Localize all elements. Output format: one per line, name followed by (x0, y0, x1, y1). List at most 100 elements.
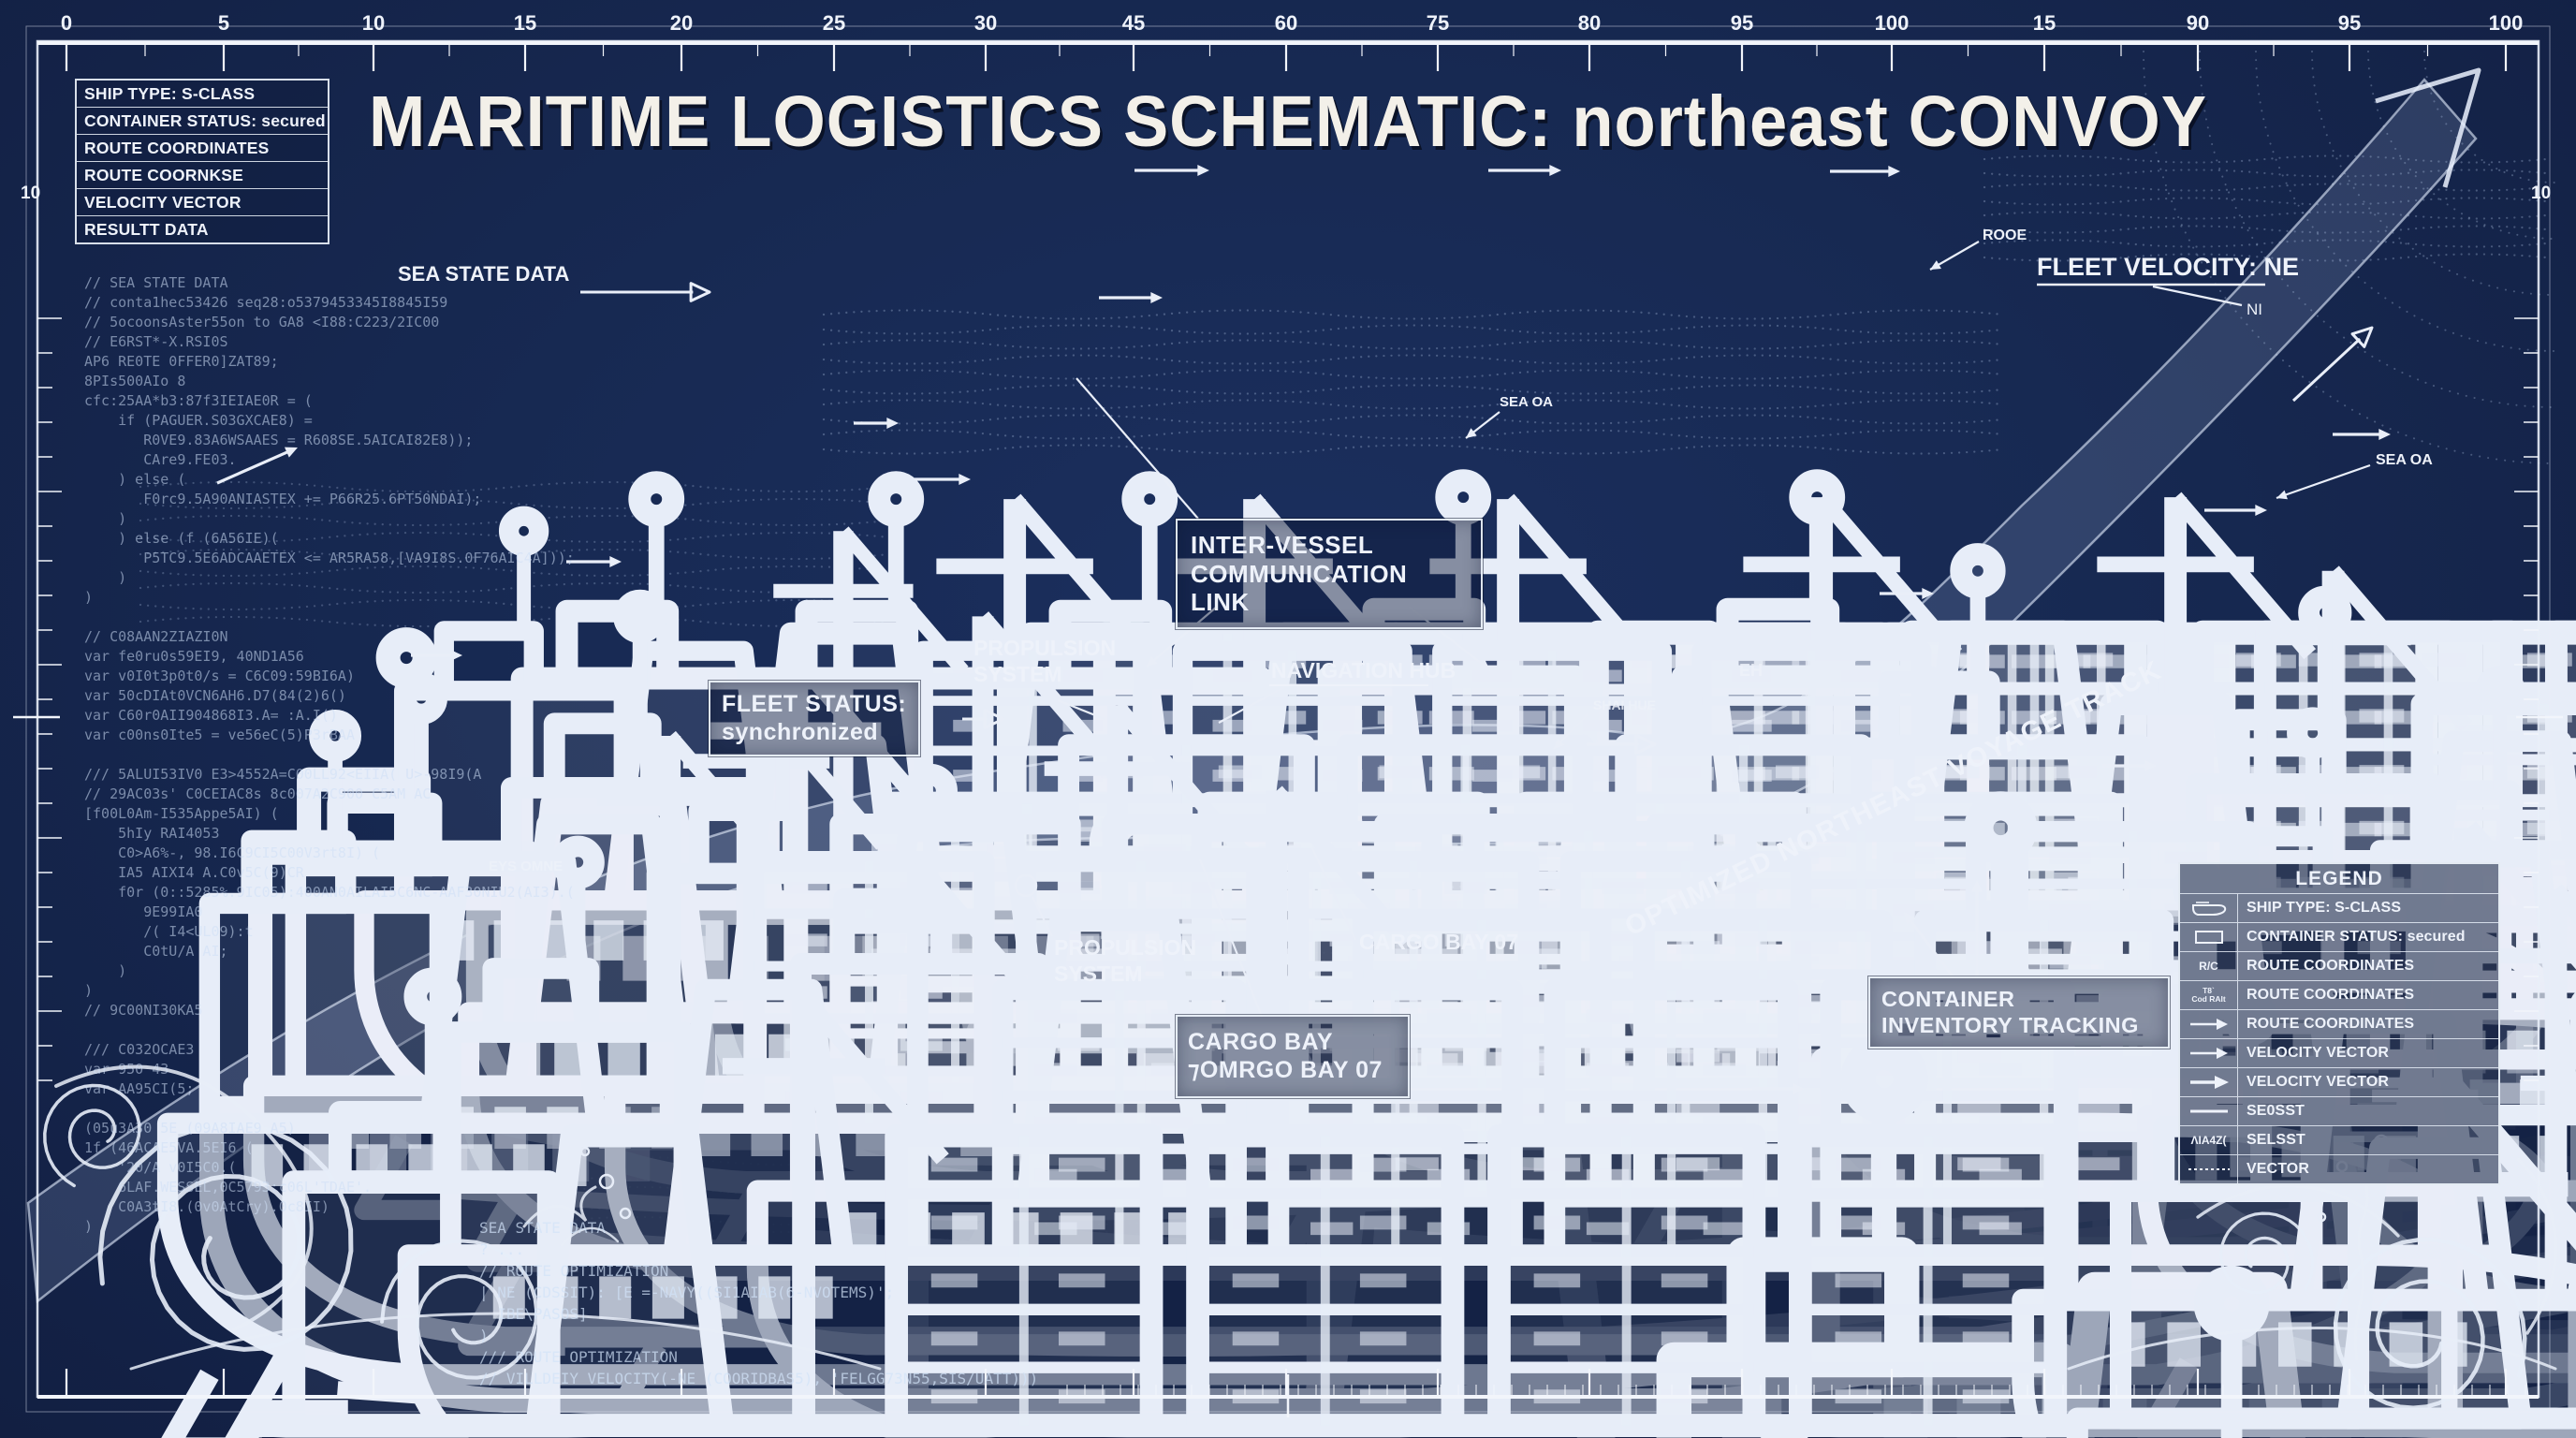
flow-dots (139, 514, 891, 527)
flow-arrow (216, 447, 298, 485)
navigation-hub-label: NAVIGATION HUB (1271, 658, 1456, 682)
legend-row-label: SHIP TYPE: S-CLASS (2247, 900, 2402, 916)
ni-label: NI (2247, 301, 2262, 318)
fleet-status-line-2: synchronized (722, 718, 879, 745)
wave-curl (2218, 1211, 2315, 1295)
leader-line (1311, 847, 1356, 941)
flow-arrow (1752, 1083, 1805, 1094)
water-droplet (598, 1173, 615, 1190)
propulsion-upper-label-2: SYSTEM (973, 662, 1062, 686)
wave-curl (43, 1083, 141, 1188)
flow-arrow (566, 556, 622, 567)
code-block-bottom: SEA STATE DATA ? ... // ROUTE OPTIMIZATI… (479, 1219, 1039, 1387)
leader-line (2152, 285, 2243, 307)
line-icon (2180, 1097, 2238, 1125)
container-tracking-line-1: CONTAINER (1881, 987, 2015, 1011)
page-title: MARITIME LOGISTICS SCHEMATIC: northeast … (368, 81, 2208, 162)
wave-crest (2353, 1183, 2369, 1361)
ruler-number: 45 (1122, 11, 1145, 35)
legend-row: SHIP TYPE: S-CLASS (2180, 893, 2498, 922)
leader-line (1218, 686, 1285, 724)
flow-arrow (1488, 165, 1561, 176)
flow-arrow (1099, 292, 1163, 303)
flow-dots (1983, 225, 2548, 234)
flow-dots (822, 339, 2005, 350)
route-arrows (216, 165, 2391, 1094)
left-ruler-label: 10 (21, 183, 40, 203)
ruler-number: 60 (1275, 11, 1297, 35)
legend-rows: SHIP TYPE: S-CLASS CONTAINER STATUS: secu… (2180, 893, 2498, 1183)
wave-crest (129, 1312, 882, 1371)
flow-arrow (1971, 880, 1983, 976)
flow-arrow (2333, 429, 2391, 440)
flow-arrow (2102, 760, 2157, 771)
text2-icon: T8`Cod RAIt (2180, 981, 2238, 1009)
arrow-icon (2180, 1010, 2238, 1038)
flow-arrow (1830, 166, 1900, 177)
legend-row-label: CONTAINER STATUS: secured (2247, 929, 2466, 945)
text-icon: ΛΙΑ4Ζ( (2180, 1126, 2238, 1154)
flow-dots (1983, 183, 2548, 192)
flow-dots (139, 581, 891, 594)
legend-row-label: VECTOR (2247, 1161, 2309, 1177)
legend-header: LEGEND (2295, 868, 2383, 889)
leader-line (1032, 896, 1053, 937)
legend-row-label: VELOCITY VECTOR (2247, 1045, 2390, 1061)
flow-arrow (915, 474, 971, 485)
container-tracking-line-2: INVENTORY TRACKING (1881, 1012, 2139, 1037)
flow-dots (139, 565, 891, 578)
ruler-number: 100 (1875, 11, 1910, 35)
eys-omne-label: EYS OMNE (489, 858, 563, 874)
sea-state-data-label: SEA STATE DATA (398, 262, 569, 286)
sea-oa-right-label: SEA OA (2376, 452, 2433, 468)
legend-row: SE0SST (2180, 1096, 2498, 1125)
wave-crest (2516, 1157, 2558, 1335)
inter-vessel-line-2: COMMUNICATION LINK (1191, 559, 1408, 617)
wave-curl (2333, 1237, 2527, 1411)
legend-row-label: VELOCITY VECTOR (2247, 1074, 2390, 1090)
wave-decorations (43, 1064, 2558, 1411)
leader-line (1198, 858, 1264, 1018)
track-arrowhead (2375, 67, 2481, 188)
outline-arrow (2291, 326, 2374, 403)
flow-dots (139, 548, 891, 561)
inter-vessel-line-1: INTER-VESSEL (1191, 531, 1374, 559)
flow-dots (139, 480, 891, 493)
water-droplet (619, 1207, 632, 1220)
arrow-bold-icon (2180, 1068, 2238, 1096)
flow-dots (1983, 239, 2548, 248)
outline-arrow (962, 709, 1005, 729)
info-box-row: VELOCITY VECTOR (77, 188, 328, 215)
ruler-number: 90 (2187, 11, 2209, 35)
flow-dots (822, 309, 2005, 320)
flow-dots (822, 354, 2005, 365)
outline-arrow (580, 282, 711, 302)
propulsion-marker-circle (1014, 873, 1038, 898)
legend-row: T8`Cod RAIt ROUTE COORDINATES (2180, 980, 2498, 1009)
leader-line (1929, 241, 1980, 271)
legend-row: VELOCITY VECTOR (2180, 1038, 2498, 1067)
legend-row-label: ROUTE COORDINATES (2247, 958, 2415, 974)
container-icon (2180, 923, 2238, 951)
ruler-number: 80 (1578, 11, 1601, 35)
legend-row-label: ROUTE COORDINATES (2247, 987, 2415, 1003)
container-tracking-box: CONTAINER INVENTORY TRACKING (1868, 976, 2170, 1049)
ruler-number: 15 (514, 11, 536, 35)
cargo-bay-07-label: CARGO BAY 07 (1359, 930, 1518, 954)
flow-arrow (1134, 165, 1209, 176)
flow-dots (822, 444, 2005, 455)
flow-arrow (411, 650, 462, 661)
legend-row: ROUTE COORDINATES (2180, 1009, 2498, 1038)
text-icon: R/C (2180, 952, 2238, 980)
wave-crest (2196, 1183, 2400, 1238)
propulsion-lower-label-2: SYSTEM (1054, 961, 1143, 986)
dashed-icon (2180, 1155, 2238, 1183)
flow-dots (822, 399, 2005, 410)
ruler-number: 20 (670, 11, 693, 35)
shai-hue-label: SHAI HUE (1593, 697, 1656, 712)
flow-dots (1983, 169, 2548, 178)
ruler-number: 25 (823, 11, 845, 35)
